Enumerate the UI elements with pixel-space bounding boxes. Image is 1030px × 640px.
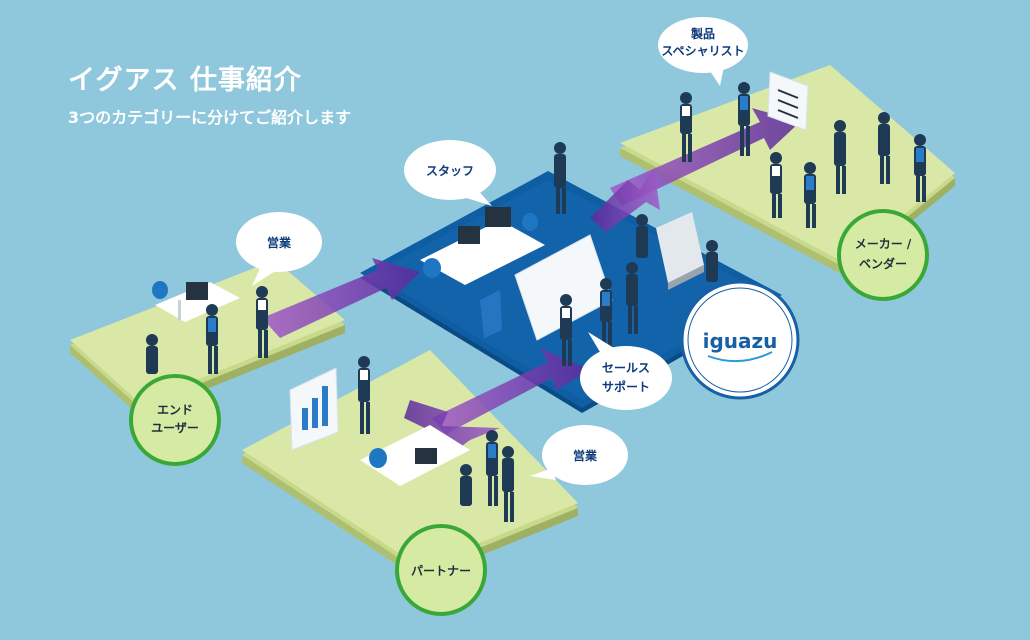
end-user-office: [152, 281, 240, 322]
category-partner-label: パートナー: [411, 564, 471, 578]
category-end-user: エンド ユーザー: [129, 374, 221, 466]
iguazu-logo: iguazu: [680, 280, 800, 400]
page-title: イグアス 仕事紹介: [68, 65, 302, 96]
iguazu-logo-text: iguazu: [703, 329, 778, 353]
bubble-product-line2: スペシャリスト: [661, 44, 744, 58]
category-end-user-line2: ユーザー: [151, 421, 199, 435]
bubble-sales-support-line1: セールス: [602, 361, 650, 375]
bubble-staff: スタッフ: [404, 140, 496, 206]
flow-arrows: [262, 108, 800, 446]
page-subtitle: 3つのカテゴリーに分けてご紹介します: [68, 108, 352, 127]
category-maker-line1: メーカー /: [855, 237, 912, 251]
bubble-sales-bottom: 営業: [530, 425, 628, 485]
partner-office: [289, 367, 470, 486]
maker-office: [767, 71, 809, 131]
bubble-sales-support-line2: サポート: [602, 379, 650, 394]
bubble-product-specialist: 製品 スペシャリスト: [658, 17, 748, 86]
bubble-sales-support: セールス サポート: [580, 332, 672, 410]
bubble-staff-label: スタッフ: [426, 164, 474, 178]
people: [146, 82, 926, 522]
category-end-user-line1: エンド: [157, 403, 193, 417]
category-maker-line2: ベンダー: [859, 256, 907, 271]
category-partner: パートナー: [395, 524, 487, 616]
bubble-sales-left-label: 営業: [267, 235, 292, 250]
category-maker-vendor: メーカー / ベンダー: [837, 209, 929, 301]
bubble-sales-left: 営業: [236, 212, 322, 286]
bubble-product-line1: 製品: [690, 26, 715, 41]
bubble-sales-bottom-label: 営業: [573, 448, 598, 463]
